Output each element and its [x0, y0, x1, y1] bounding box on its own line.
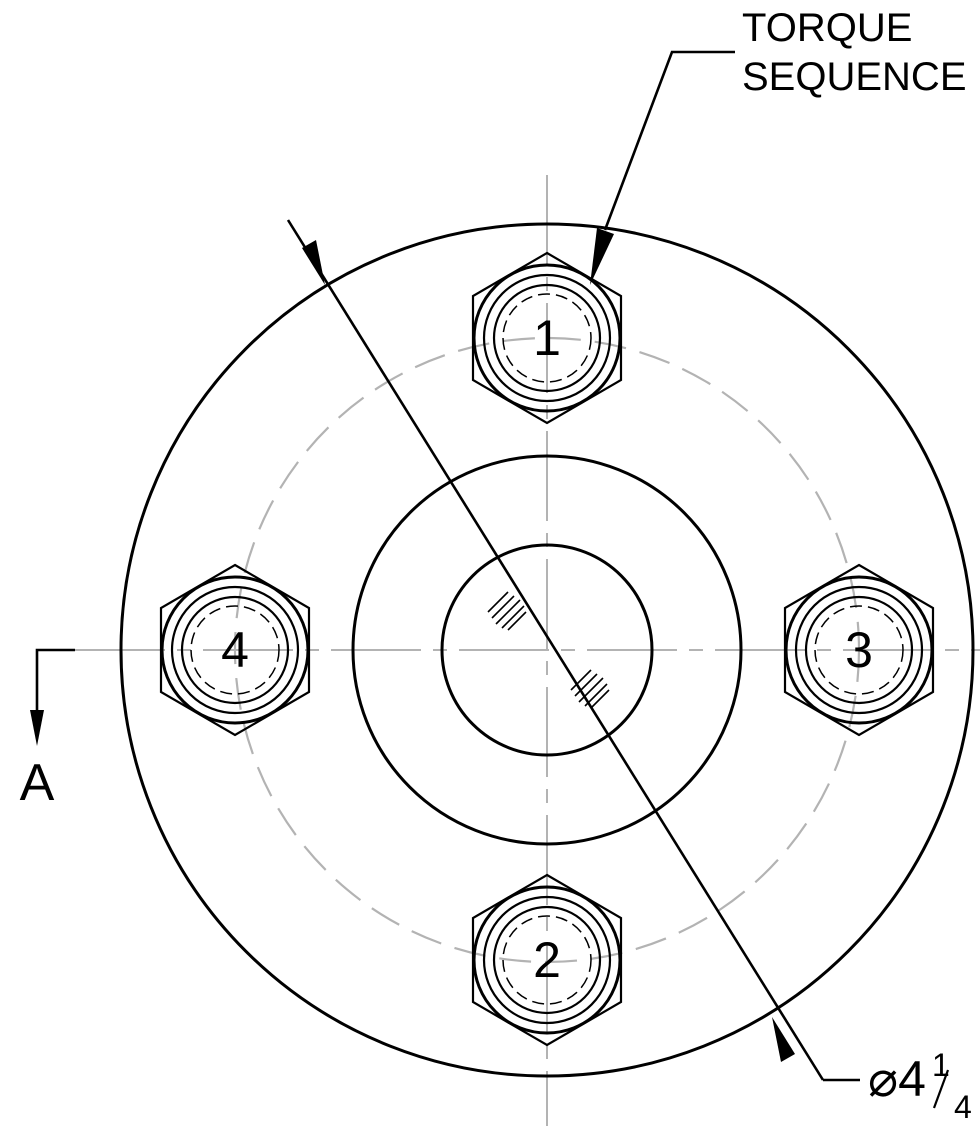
flange-outer-circle	[119, 222, 975, 1078]
bore-circle	[440, 543, 654, 757]
torque-sequence-note-line1: TORQUE	[742, 6, 912, 50]
diameter-symbol: ⌀	[868, 1051, 898, 1107]
torque-sequence-arrowhead	[590, 228, 614, 285]
bolt-2: 2	[471, 873, 623, 1047]
bolt-3-label: 3	[845, 622, 873, 678]
section-hatch-upper	[487, 591, 527, 631]
bolt-2-label: 2	[533, 932, 561, 988]
torque-sequence-note-line2: SEQUENCE	[742, 55, 967, 99]
diameter-fraction-top: 1	[932, 1047, 950, 1083]
diameter-dimension-text: ⌀4	[868, 1051, 926, 1107]
bolt-1: 1	[471, 251, 623, 425]
raised-face-circle	[351, 454, 743, 846]
bolt-1-label: 1	[533, 310, 561, 366]
bolt-4-label: 4	[221, 622, 249, 678]
diameter-fraction-bottom: 4	[954, 1089, 972, 1125]
bolt-circle	[233, 336, 861, 964]
diameter-arrowhead-lower	[772, 1017, 795, 1062]
section-marker-line	[35, 648, 75, 714]
section-label: A	[20, 754, 55, 812]
diameter-fraction-bar	[932, 1069, 950, 1109]
diameter-dimension-line	[286, 219, 825, 1081]
diameter-arrowhead-upper	[302, 240, 325, 285]
section-marker-arrowhead	[30, 710, 44, 746]
diameter-whole: 4	[898, 1051, 926, 1107]
bolt-3: 3	[783, 563, 935, 737]
section-hatch-lower	[570, 669, 610, 709]
bolt-4: 4	[159, 563, 311, 737]
torque-sequence-leader	[603, 50, 735, 231]
